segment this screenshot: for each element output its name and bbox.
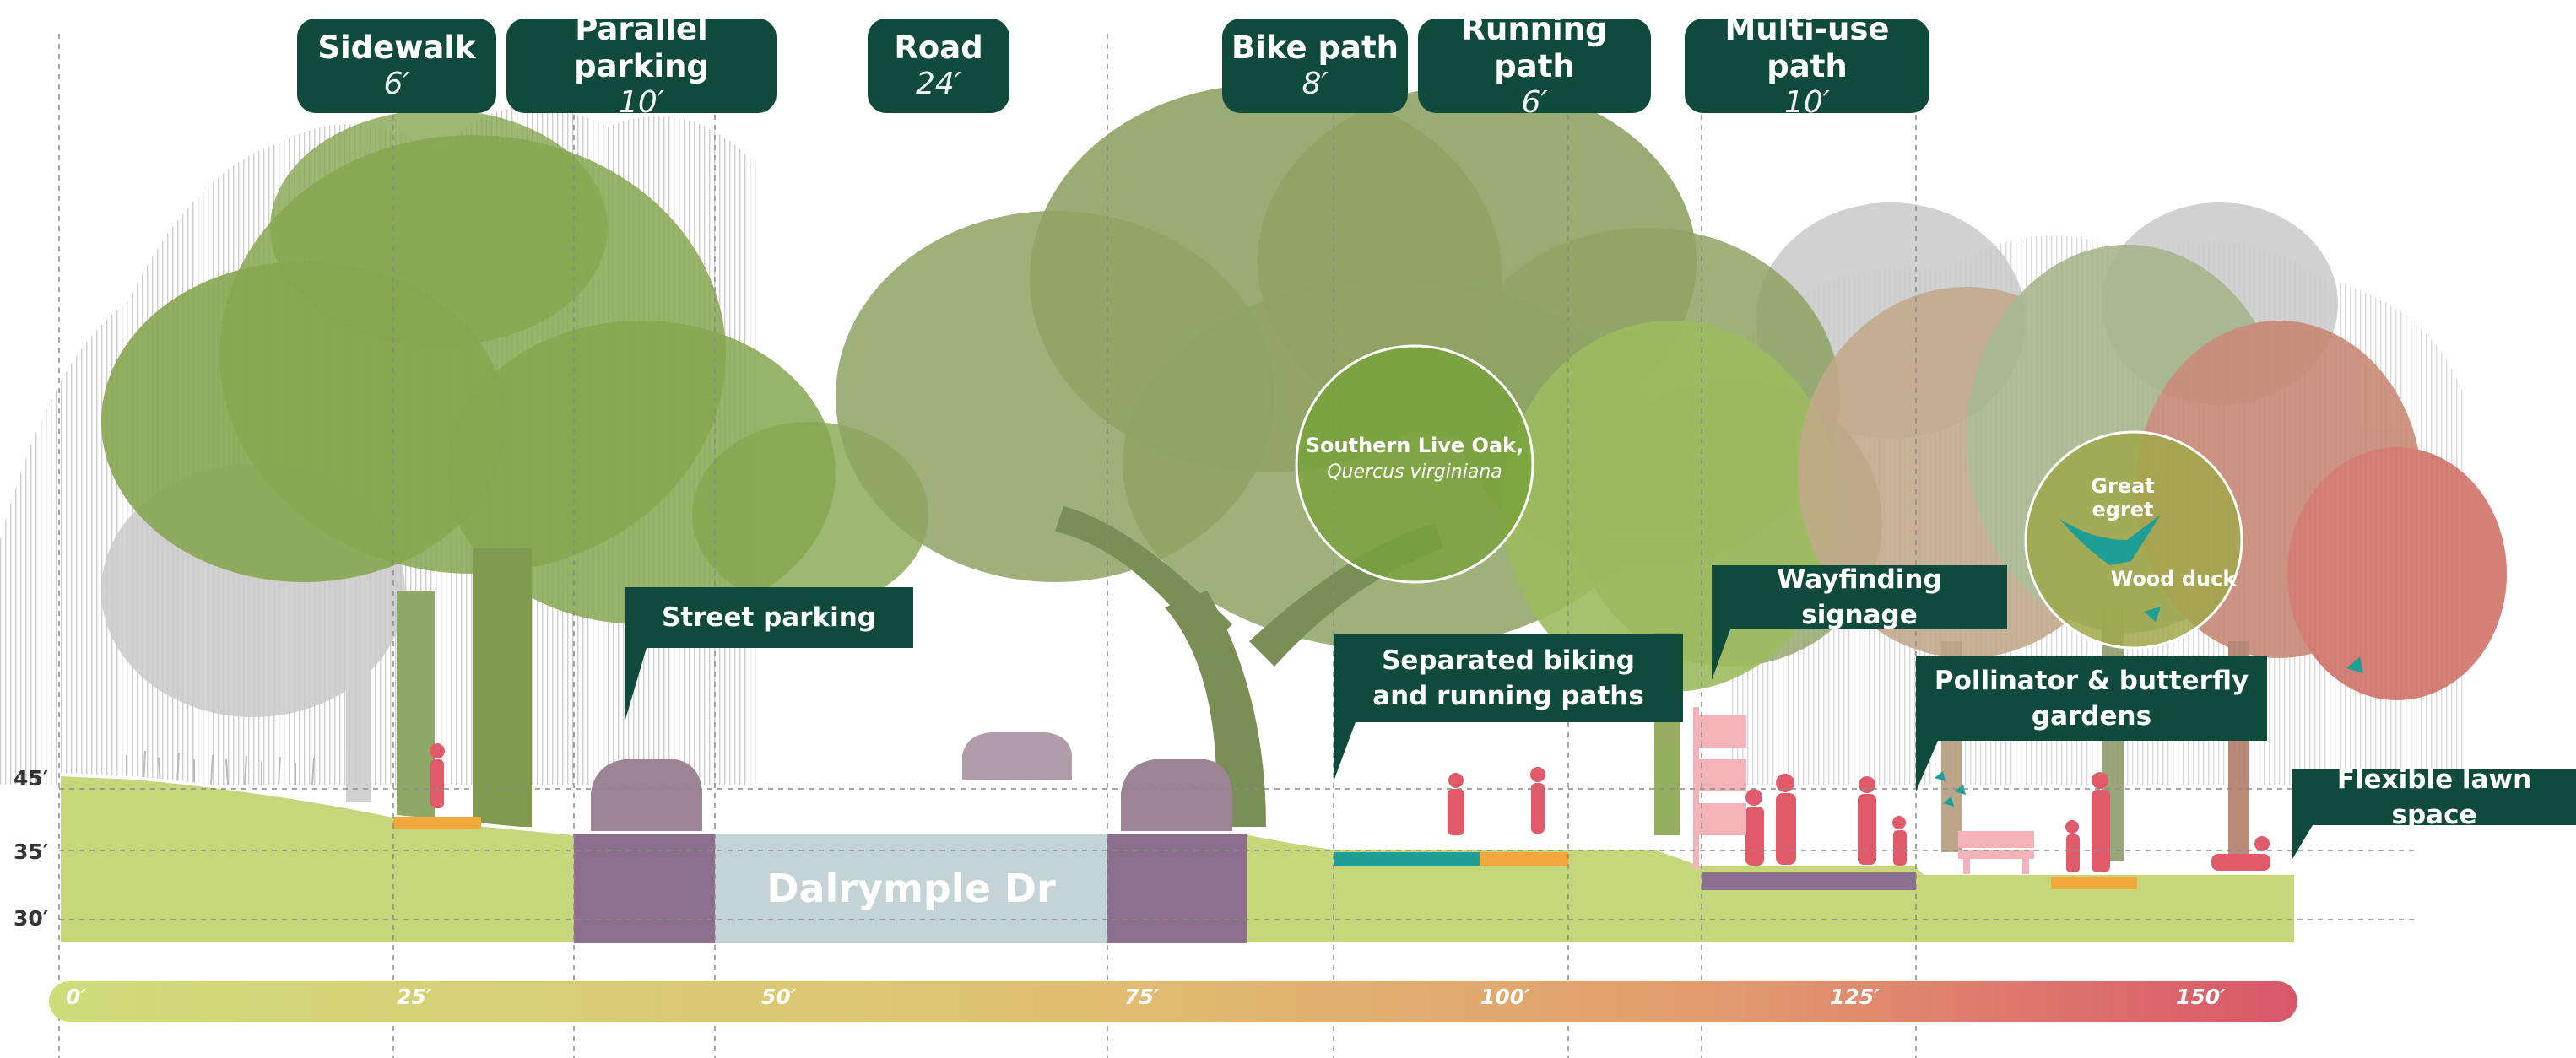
callout-pollinator-gardens: Pollinator & butterfly gardens: [1916, 656, 2267, 791]
left-oak-tree: [101, 110, 928, 827]
running-path-strip: [1480, 852, 1568, 866]
wood-duck-label: Wood duck: [2110, 567, 2237, 591]
person-family-1: [1745, 789, 1764, 866]
sidewalk-strip: [393, 817, 481, 829]
road-name-label: Dalrymple Dr: [766, 866, 1056, 911]
scale-label-0: 0′: [66, 985, 86, 1009]
scale-label-75: 75′: [1124, 985, 1160, 1009]
segment-width: 6′: [383, 67, 410, 101]
scale-label-100: 100′: [1480, 985, 1530, 1009]
callout-pointer: [1712, 629, 1749, 680]
callout-wayfinding-signage: Wayfinding signage: [1712, 564, 2007, 680]
elevation-guides: [59, 788, 2414, 920]
callout-text-line1: Separated biking: [1382, 645, 1635, 676]
distance-scale-bar: [49, 981, 2297, 1022]
car-silhouettes: [591, 732, 1232, 831]
segment-title: Running path: [1461, 11, 1608, 84]
segment-width: 6′: [1521, 85, 1548, 120]
segment-title: Bike path: [1231, 30, 1399, 66]
elevation-label-35: 35′: [14, 839, 49, 864]
segment-title: Multi-use path: [1724, 11, 1890, 84]
segment-width: 10′: [619, 85, 664, 120]
scale-label-50: 50′: [761, 985, 797, 1009]
callout-text: Wayfinding signage: [1777, 564, 1942, 630]
scale-label-25: 25′: [397, 985, 432, 1009]
scale-label-125: 125′: [1830, 985, 1880, 1009]
scale-label-150: 150′: [2176, 985, 2226, 1009]
callout-text: Street parking: [662, 602, 876, 633]
person-garden-2: [2092, 772, 2110, 872]
callout-pointer: [625, 648, 668, 722]
great-egret-label: Great egret: [2091, 474, 2155, 521]
small-bird-icon: [2346, 656, 2363, 673]
wayfinding-sign: [1693, 707, 1746, 869]
segment-width: 24′: [916, 67, 961, 101]
elevation-label-30: 30′: [14, 906, 49, 931]
segment-label-parallel-parking: Parallel parking 10′: [506, 11, 777, 120]
person-child: [1892, 816, 1907, 866]
person-family-2: [1776, 774, 1796, 865]
person-lawn: [2211, 836, 2270, 871]
people-silhouettes: [430, 743, 2270, 872]
butterflies: [1935, 771, 1966, 807]
wood-duck-icon: [2144, 607, 2161, 622]
callout-street-parking: Street parking: [625, 587, 913, 722]
callout-pointer: [2292, 825, 2333, 859]
bench: [1958, 831, 2034, 874]
callout-text: Flexible lawn space: [2336, 764, 2532, 830]
person-biker: [1448, 773, 1464, 835]
elevation-label-45: 45′: [14, 766, 49, 791]
segment-label-road: Road 24′: [868, 19, 1009, 113]
callout-pointer: [1916, 741, 1960, 791]
garden-path-strip: [2051, 877, 2137, 889]
great-egret-icon: [2059, 515, 2161, 565]
callout-text-line1: Pollinator & butterfly: [1934, 666, 2249, 696]
callout-text-line2: gardens: [2031, 701, 2152, 731]
segment-width: 10′: [1784, 85, 1830, 120]
multi-use-path-strip: [1702, 872, 1916, 890]
live-oak-latin-name: Quercus virginiana: [1327, 462, 1502, 483]
road-surface: [715, 834, 1107, 943]
segment-label-sidewalk: Sidewalk 6′: [297, 19, 496, 113]
car-middle: [962, 732, 1072, 780]
car-left: [591, 759, 702, 831]
live-oak-label: Southern Live Oak, Quercus virginiana: [1296, 432, 1533, 486]
live-oak-circle: [1295, 344, 1534, 584]
person-garden-1: [2065, 820, 2080, 872]
callout-text-line2: and running paths: [1372, 681, 1644, 711]
callout-separated-paths: Separated biking and running paths: [1334, 634, 1683, 781]
parking-lane-right: [1107, 834, 1247, 943]
car-right: [1121, 759, 1232, 831]
live-oak-common-name: Southern Live Oak,: [1305, 434, 1524, 457]
segment-width: 8′: [1302, 67, 1329, 101]
segment-title: Parallel parking: [574, 11, 709, 84]
callout-pointer: [1334, 722, 1377, 781]
segment-title: Road: [894, 30, 983, 66]
callout-flexible-lawn: Flexible lawn space: [2292, 764, 2576, 859]
parking-lane-left: [574, 834, 715, 943]
person-sidewalk: [430, 743, 445, 808]
segment-label-multi-use-path: Multi-use path 10′: [1685, 11, 1929, 120]
segment-label-running-path: Running path 6′: [1418, 11, 1651, 120]
segment-label-bike-path: Bike path 8′: [1222, 19, 1408, 113]
segment-guides: [58, 34, 1917, 1058]
segment-title: Sidewalk: [317, 30, 476, 66]
person-runner: [1530, 767, 1545, 834]
bike-path-strip: [1334, 852, 1480, 866]
